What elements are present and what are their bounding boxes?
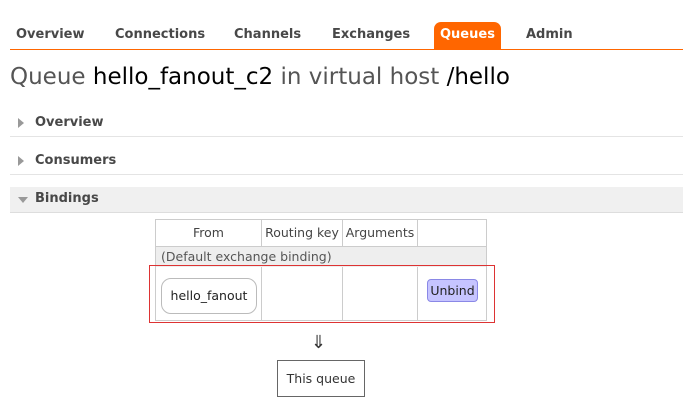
tab-queues[interactable]: Queues	[434, 22, 501, 49]
vhost-name: /hello	[446, 64, 510, 90]
title-prefix: Queue	[10, 64, 86, 90]
column-header-routing-key: Routing key	[262, 220, 343, 246]
tab-exchanges[interactable]: Exchanges	[332, 27, 411, 42]
collapse-triangle-icon	[18, 197, 28, 203]
tab-connections[interactable]: Connections	[115, 27, 206, 42]
exchange-link[interactable]: hello_fanout	[161, 278, 257, 314]
tab-overview[interactable]: Overview	[16, 27, 85, 42]
column-divider	[417, 267, 418, 320]
down-arrow-icon: ⇓	[311, 332, 327, 353]
unbind-button[interactable]: Unbind	[427, 279, 478, 302]
queue-name: hello_fanout_c2	[92, 64, 274, 90]
section-overview[interactable]: Overview	[10, 111, 683, 137]
column-header-actions	[418, 220, 486, 246]
section-bindings-label: Bindings	[35, 191, 99, 206]
section-consumers-label: Consumers	[35, 153, 117, 168]
column-header-from: From	[156, 220, 262, 246]
expand-triangle-icon	[18, 156, 24, 166]
this-queue-box: This queue	[277, 360, 365, 397]
highlight-annotation	[149, 265, 495, 323]
tab-admin[interactable]: Admin	[526, 27, 573, 42]
bindings-table: From Routing key Arguments (Default exch…	[155, 219, 487, 321]
column-divider	[342, 267, 343, 320]
title-middle: in virtual host	[280, 64, 440, 90]
tab-channels[interactable]: Channels	[234, 27, 302, 42]
page-title: Queue hello_fanout_c2 in virtual host /h…	[10, 64, 510, 90]
column-header-arguments: Arguments	[343, 220, 418, 246]
section-consumers[interactable]: Consumers	[10, 149, 683, 175]
default-binding-row: (Default exchange binding)	[156, 246, 486, 267]
column-divider	[261, 267, 262, 320]
section-overview-label: Overview	[35, 115, 104, 130]
expand-triangle-icon	[18, 118, 24, 128]
main-nav: Overview Connections Channels Exchanges …	[10, 22, 683, 50]
section-bindings[interactable]: Bindings	[10, 187, 683, 213]
